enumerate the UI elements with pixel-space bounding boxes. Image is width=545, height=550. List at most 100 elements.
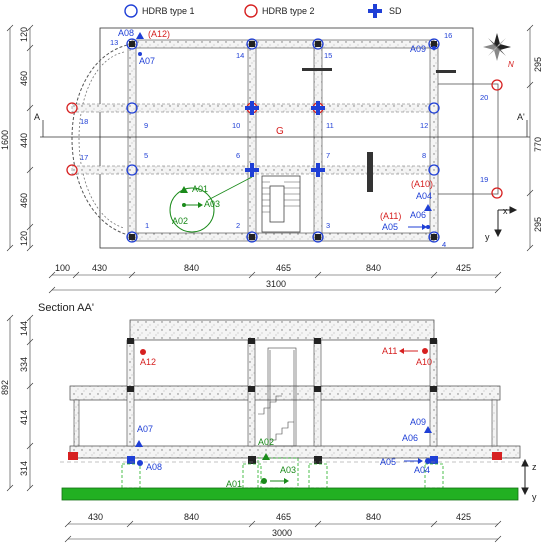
section-bottom-total: 3000 [272, 528, 292, 538]
svg-text:15: 15 [324, 51, 332, 60]
plan-sensor-a06: A06 [410, 210, 426, 220]
plan-footprint [99, 27, 474, 249]
svg-text:120: 120 [19, 231, 29, 246]
svg-text:8: 8 [422, 151, 426, 160]
svg-text:770: 770 [533, 137, 543, 152]
isolator-2 [246, 231, 258, 243]
svg-text:430: 430 [92, 263, 107, 273]
section-title: Section AA' [38, 302, 94, 314]
svg-text:465: 465 [276, 512, 291, 522]
svg-text:840: 840 [184, 263, 199, 273]
plan-sensor-a08: A08 [118, 28, 134, 38]
svg-text:1: 1 [145, 221, 149, 230]
section-left-dimensions [6, 314, 34, 492]
isolators-type1 [126, 38, 440, 243]
isolator-18 [66, 102, 78, 114]
isolator-14 [246, 38, 258, 50]
plan-left-total: 1600 [0, 130, 10, 150]
legend-type2-label: HDRB type 2 [262, 6, 315, 16]
svg-text:9: 9 [144, 121, 148, 130]
sd-6 [245, 163, 259, 177]
plan-sensor-a01: A01 [192, 184, 208, 194]
sliding-devices [245, 101, 325, 177]
svg-text:3: 3 [326, 221, 330, 230]
isolator-8 [428, 164, 440, 176]
svg-text:14: 14 [236, 51, 244, 60]
section-sensor-a09: A09 [410, 417, 426, 427]
plan-sensor-a10: (A10) [411, 179, 433, 189]
svg-text:2: 2 [236, 221, 240, 230]
plan-right-annex [435, 83, 499, 195]
svg-text:5: 5 [144, 151, 148, 160]
section-marker-a-prime: A' [517, 112, 525, 122]
svg-text:414: 414 [19, 410, 29, 425]
section-marker-a: A [34, 112, 40, 122]
legend-sd-symbol [368, 4, 382, 18]
isolator-13 [126, 38, 138, 50]
section-sensor-a05: A05 [380, 457, 396, 467]
section-left-total: 892 [0, 380, 10, 395]
section-sensor-a01: A01 [226, 479, 242, 489]
svg-text:460: 460 [19, 71, 29, 86]
section-sensors: A12 A11 A10 A07 A08 A09 A06 A05 A04 A02 … [135, 346, 432, 489]
sd-7 [311, 163, 325, 177]
section-axis-z: z [532, 462, 537, 472]
plan-axis-indicator [494, 206, 518, 238]
section-foundation [61, 487, 519, 501]
plan-left-dimensions [6, 24, 34, 252]
svg-text:840: 840 [184, 512, 199, 522]
section-sensor-a03: A03 [280, 465, 296, 475]
svg-text:425: 425 [456, 512, 471, 522]
plan-sensor-a03: A03 [204, 199, 220, 209]
svg-text:144: 144 [19, 321, 29, 336]
plan-bottom-total: 3100 [266, 279, 286, 289]
plan-sensor-a05: A05 [382, 222, 398, 232]
section-view: Section AA' [0, 302, 537, 543]
isolator-19 [491, 187, 503, 199]
north-compass-icon [483, 33, 511, 61]
isolator-20 [491, 79, 503, 91]
section-axis-indicator [521, 458, 529, 496]
isolator-15 [312, 38, 324, 50]
plan-sensor-a11: (A11) [380, 211, 401, 221]
plan-sensor-a07: A07 [139, 56, 155, 66]
svg-text:16: 16 [444, 31, 452, 40]
isolator-17 [66, 164, 78, 176]
plan-sensors: A08 (A12) A07 A09 A01 A03 A02 (A10) A04 … [118, 28, 436, 233]
svg-text:430: 430 [88, 512, 103, 522]
section-staircase [258, 347, 297, 447]
svg-text:120: 120 [19, 27, 29, 42]
svg-text:11: 11 [326, 121, 334, 130]
svg-text:12: 12 [420, 121, 428, 130]
svg-text:6: 6 [236, 151, 240, 160]
legend-type1-label: HDRB type 1 [142, 6, 195, 16]
section-sensor-a02: A02 [258, 437, 274, 447]
north-label: N [508, 60, 514, 69]
section-sensor-a12: A12 [140, 357, 156, 367]
plan-sensor-a04: A04 [416, 191, 432, 201]
svg-text:13: 13 [110, 38, 118, 47]
section-sensor-a06: A06 [402, 433, 418, 443]
svg-text:840: 840 [366, 263, 381, 273]
section-sensor-a10: A10 [416, 357, 432, 367]
sd-10 [245, 101, 259, 115]
isolator-12 [428, 102, 440, 114]
svg-text:17: 17 [80, 153, 88, 162]
isolator-4 [428, 231, 440, 243]
legend-type1-symbol [124, 4, 138, 18]
plan-sensor-a12: (A12) [148, 29, 170, 39]
plan-sensor-cluster-circle [169, 187, 215, 233]
svg-text:460: 460 [19, 193, 29, 208]
plan-axis-y: y [485, 232, 490, 242]
svg-text:840: 840 [366, 512, 381, 522]
svg-text:295: 295 [533, 57, 543, 72]
svg-text:10: 10 [232, 121, 240, 130]
legend-type2-symbol [244, 4, 258, 18]
svg-text:4: 4 [442, 240, 446, 249]
svg-text:314: 314 [19, 461, 29, 476]
section-sensor-a07: A07 [137, 424, 153, 434]
isolator-1 [126, 231, 138, 243]
legend-sd-label: SD [389, 6, 402, 16]
section-sensor-a04: A04 [414, 465, 430, 475]
